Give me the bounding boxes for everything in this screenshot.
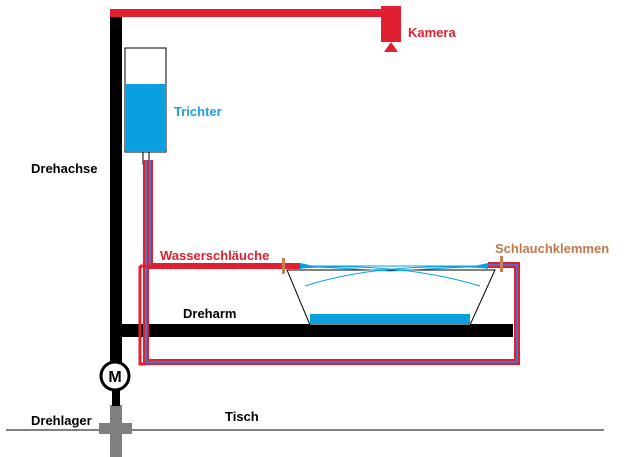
axis-label: Drehachse <box>31 161 98 176</box>
camera-arm <box>110 9 390 17</box>
rotation-axis <box>110 12 122 364</box>
bearing-label: Drehlager <box>31 413 92 428</box>
water-hoses <box>138 160 520 366</box>
camera-label: Kamera <box>408 25 456 40</box>
hoses-label: Wasserschläuche <box>160 248 270 263</box>
funnel <box>124 47 167 165</box>
bearing-shape <box>99 405 132 457</box>
funnel-label: Trichter <box>174 104 222 119</box>
rotation-arm <box>110 324 513 337</box>
camera <box>381 6 401 52</box>
hose-clamps <box>282 256 503 274</box>
axis-lower-segment <box>112 388 120 406</box>
table-label: Tisch <box>225 409 259 424</box>
motor: M <box>99 360 131 392</box>
motor-label: M <box>108 369 121 386</box>
basin <box>286 263 496 326</box>
clamps-label: Schlauchklemmen <box>495 241 610 256</box>
arm-label: Dreharm <box>183 306 237 321</box>
